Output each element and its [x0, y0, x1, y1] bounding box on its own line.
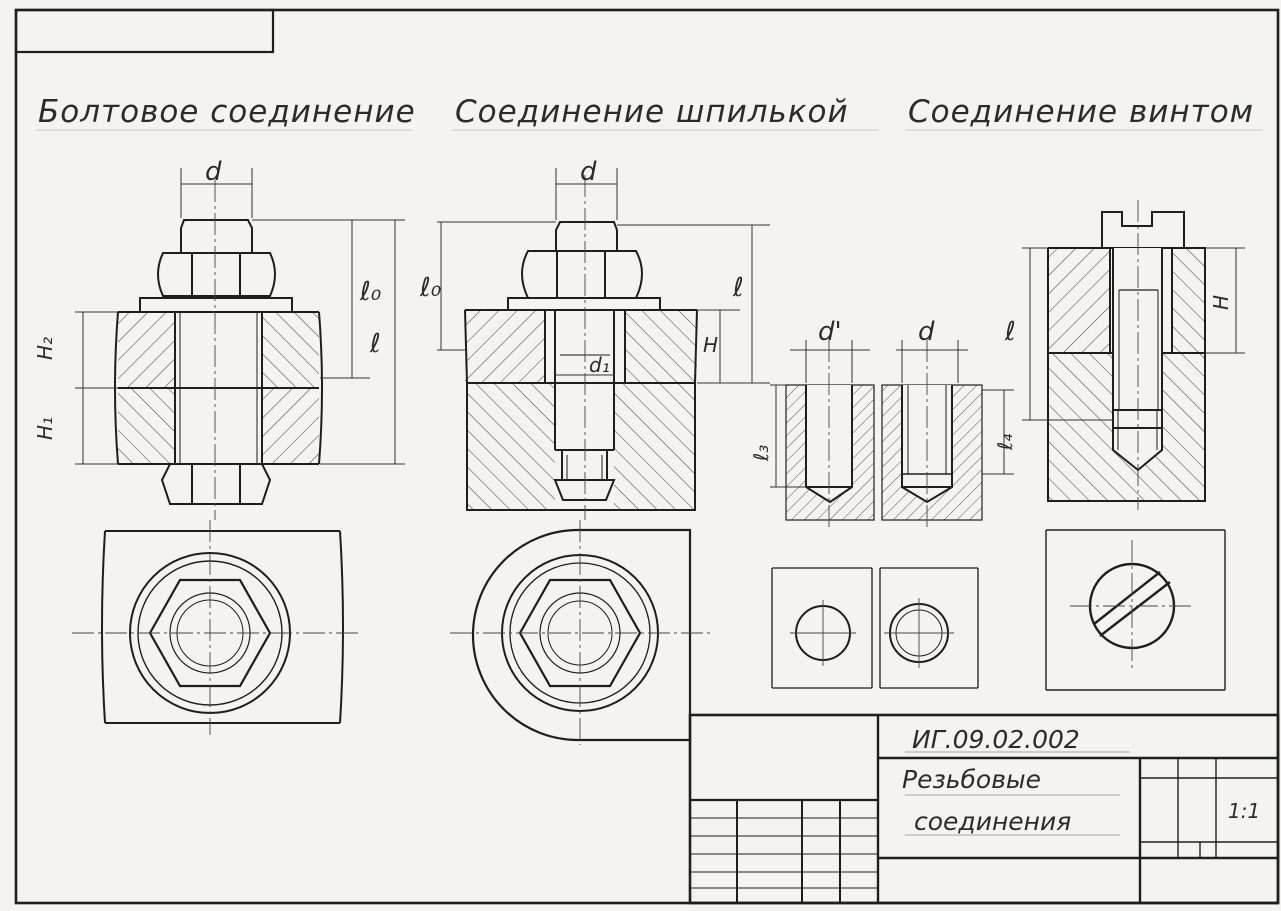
holes-top-view [771, 567, 979, 689]
dim-l3: ℓ₃ [749, 445, 773, 462]
stud-top-view [450, 520, 712, 745]
dim-d-bolt: d [205, 157, 222, 187]
dim-h-stud: H [703, 333, 718, 357]
dim-h-screw: H [1209, 295, 1233, 310]
screw-front-view: ℓ H [1004, 200, 1245, 510]
dim-l-stud: ℓ [732, 273, 744, 303]
blind-hole-threaded: d ℓ₄ [881, 317, 1017, 530]
dim-h1: H₁ [33, 417, 57, 440]
title-screw-connection: Соединение винтом [908, 94, 1254, 130]
designation-code: ИГ.09.02.002 [912, 725, 1080, 754]
bolt-top-view [72, 520, 362, 735]
drawing-name-line2: соединения [914, 807, 1071, 836]
title-bolt-connection: Болтовое соединение [38, 94, 416, 130]
dim-d-stud: d [580, 157, 597, 187]
dim-d-hole: d [918, 317, 935, 347]
bolt-front-view: d ℓ₀ ℓ H₂ H₁ [33, 157, 405, 520]
drawing-name-line1: Резьбовые [902, 765, 1041, 794]
blind-hole-drilled: d' ℓ₃ [749, 317, 875, 530]
dim-d-prime: d' [818, 317, 842, 347]
dim-l0-bolt: ℓ₀ [359, 277, 382, 307]
dim-l-screw: ℓ [1004, 317, 1016, 347]
screw-top-view [1045, 529, 1226, 691]
dim-l-bolt: ℓ [369, 329, 381, 359]
scale-value: 1:1 [1228, 799, 1260, 823]
dim-l4: ℓ₄ [993, 434, 1017, 451]
stud-front-view: d ℓ₀ ℓ H d₁ [419, 157, 770, 520]
title-stud-connection: Соединение шпилькой [455, 94, 849, 130]
dim-h2: H₂ [33, 337, 57, 360]
dim-d1: d₁ [589, 353, 610, 377]
title-block [688, 713, 1280, 905]
sheet-frame [14, 8, 1280, 905]
dim-l0-stud: ℓ₀ [419, 273, 442, 303]
